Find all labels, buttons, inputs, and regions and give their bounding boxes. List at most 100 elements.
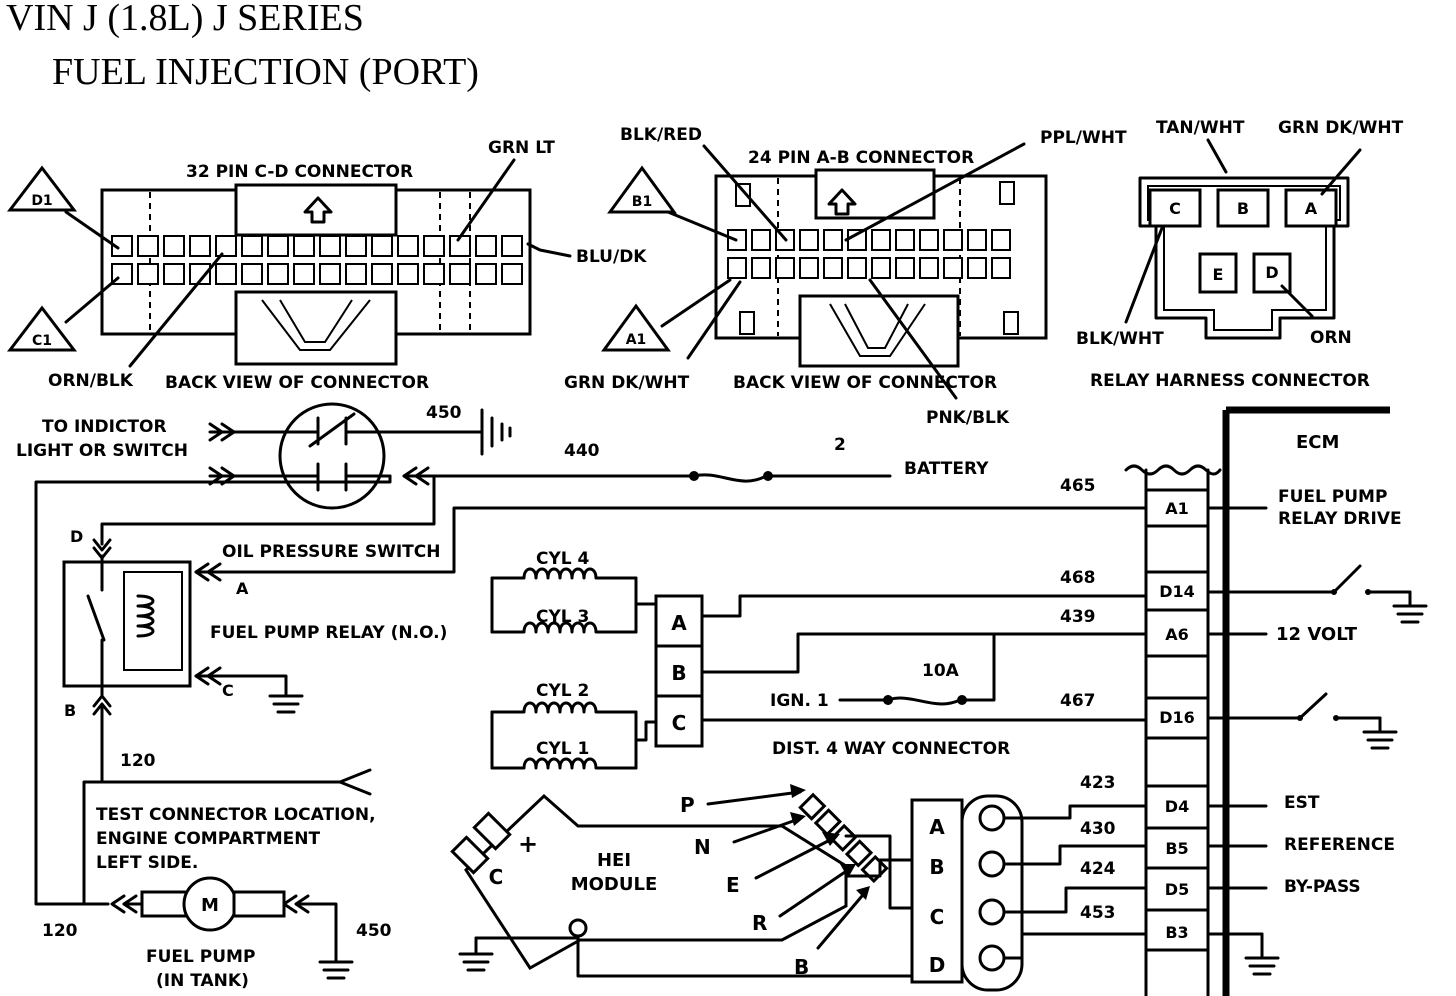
pin-marker-b1 bbox=[607, 165, 677, 214]
connector-24-pin: 24 PIN A-B CONNECTOR B1 A1 BLK/RED PPL/W… bbox=[564, 125, 1127, 428]
connector-pin bbox=[189, 263, 211, 285]
title-line-2: FUEL INJECTION (PORT) bbox=[52, 51, 479, 93]
connector-chevron-icon bbox=[282, 894, 310, 914]
svg-text:A: A bbox=[671, 611, 687, 635]
svg-text:B: B bbox=[1237, 199, 1249, 218]
svg-text:B: B bbox=[671, 661, 686, 685]
ecm-pin-d14: D14 bbox=[1159, 582, 1195, 601]
connector-pin bbox=[991, 257, 1011, 279]
ecm-pin-d5: D5 bbox=[1165, 880, 1189, 899]
cavity-d bbox=[1252, 252, 1292, 294]
svg-text:C: C bbox=[672, 711, 687, 735]
ground-icon bbox=[318, 960, 354, 980]
pin-a1-label: A1 bbox=[626, 332, 647, 348]
fuel-pump: M 450 120 FUEL PUMP (IN TANK) bbox=[42, 876, 392, 991]
connector-pin bbox=[241, 263, 263, 285]
connector-pin bbox=[189, 235, 211, 257]
connector-pin bbox=[967, 257, 987, 279]
circuit-424: 424 bbox=[1080, 859, 1116, 879]
connector-pin bbox=[475, 263, 497, 285]
connector-pin bbox=[423, 263, 445, 285]
ecm-pin-b3: B3 bbox=[1165, 923, 1188, 942]
connector-pin bbox=[423, 235, 445, 257]
circuit-440: 440 bbox=[564, 441, 600, 461]
connector-pin bbox=[319, 235, 341, 257]
dist-pin-p: P bbox=[680, 793, 695, 817]
coil-cyl-4 bbox=[490, 567, 638, 580]
ecm-pin-a6: A6 bbox=[1165, 625, 1189, 644]
dist-pin-b: B bbox=[794, 955, 809, 979]
fuse-10a: 10A bbox=[922, 661, 960, 681]
fuel-pump-relay-drive-2: RELAY DRIVE bbox=[1278, 509, 1402, 529]
oil-pressure-switch-label: OIL PRESSURE SWITCH bbox=[222, 542, 440, 562]
dist-connector-plug bbox=[960, 794, 1024, 992]
connector-pin bbox=[895, 229, 915, 251]
test-connector-3: LEFT SIDE. bbox=[96, 853, 198, 873]
connector-pin bbox=[943, 229, 963, 251]
dist-4-way-connector: A B C D 423 430 424 453 bbox=[910, 773, 1148, 992]
connector-pin bbox=[319, 263, 341, 285]
connector-pin bbox=[163, 263, 185, 285]
connector-pin bbox=[475, 235, 497, 257]
connector-24-lock bbox=[798, 294, 960, 368]
wire-ppl-wht: PPL/WHT bbox=[1040, 128, 1127, 148]
connector-pin bbox=[241, 235, 263, 257]
connector-pin bbox=[895, 257, 915, 279]
connector-pin bbox=[163, 235, 185, 257]
svg-text:A: A bbox=[929, 815, 945, 839]
connector-32-bottom-row bbox=[111, 263, 523, 285]
connector-pin bbox=[397, 263, 419, 285]
relay-coil-icon bbox=[136, 594, 155, 638]
circuit-450-top: 450 bbox=[426, 403, 462, 423]
hei-label-1: HEI bbox=[597, 850, 631, 871]
svg-text:C: C bbox=[1169, 199, 1181, 218]
fuel-pump-relay-label: FUEL PUMP RELAY (N.O.) bbox=[210, 623, 447, 643]
ecm-pin-a1: A1 bbox=[1165, 499, 1189, 518]
connector-pin bbox=[293, 235, 315, 257]
connector-32-pin: 32 PIN C-D CONNECTOR D1 C1 GRN LT BLU/DK… bbox=[6, 138, 647, 393]
svg-text:C: C bbox=[930, 905, 945, 929]
svg-text:D: D bbox=[1265, 263, 1278, 282]
connector-pin bbox=[751, 229, 771, 251]
connector-pin bbox=[775, 257, 795, 279]
arrow-up-icon bbox=[303, 196, 333, 224]
oil-pressure-switch-symbol bbox=[278, 402, 386, 510]
connector-pin bbox=[919, 229, 939, 251]
fuel-pump-relay-drive-1: FUEL PUMP bbox=[1278, 487, 1387, 507]
circuit-439: 439 bbox=[1060, 607, 1096, 627]
ground-icon bbox=[1362, 730, 1398, 750]
connector-pin bbox=[823, 229, 843, 251]
wire-orn-blk: ORN/BLK bbox=[48, 371, 134, 391]
dist-connector-label: DIST. 4 WAY CONNECTOR bbox=[772, 739, 1010, 759]
pin-marker-d1 bbox=[6, 165, 78, 212]
pin-marker-c1 bbox=[6, 305, 78, 352]
connector-pin bbox=[799, 229, 819, 251]
svg-text:B: B bbox=[929, 855, 944, 879]
hei-c: C bbox=[489, 865, 504, 889]
circuit-465: 465 bbox=[1060, 476, 1096, 496]
connector-32-caption: BACK VIEW OF CONNECTOR bbox=[165, 373, 429, 393]
connector-pin bbox=[371, 235, 393, 257]
title-line-1: VIN J (1.8L) J SERIES bbox=[6, 0, 364, 39]
connector-pin bbox=[293, 263, 315, 285]
ignition-coils: CYL 4 CYL 3 CYL 2 CYL 1 A B C 468 439 46… bbox=[490, 549, 1148, 770]
connector-pin bbox=[847, 257, 867, 279]
connector-pin bbox=[215, 235, 237, 257]
dist-pin-r: R bbox=[752, 911, 767, 935]
relay-terminal-b: B bbox=[64, 701, 76, 720]
relay-harness-caption: RELAY HARNESS CONNECTOR bbox=[1090, 371, 1370, 391]
connector-pin bbox=[345, 263, 367, 285]
ground-icon bbox=[1392, 604, 1428, 624]
cavity-a bbox=[1284, 188, 1338, 228]
ground-icon bbox=[268, 694, 304, 714]
ecm-title: ECM bbox=[1296, 432, 1339, 453]
svg-text:A: A bbox=[1305, 199, 1318, 218]
wire-pnk-blk: PNK/BLK bbox=[926, 408, 1010, 428]
arrow-up-icon bbox=[827, 188, 857, 216]
ecm-pin-d16: D16 bbox=[1159, 708, 1195, 727]
cyl-4-label: CYL 4 bbox=[536, 549, 590, 569]
connector-pin bbox=[449, 263, 471, 285]
pin-d1-label: D1 bbox=[31, 193, 52, 209]
connector-pin bbox=[919, 257, 939, 279]
